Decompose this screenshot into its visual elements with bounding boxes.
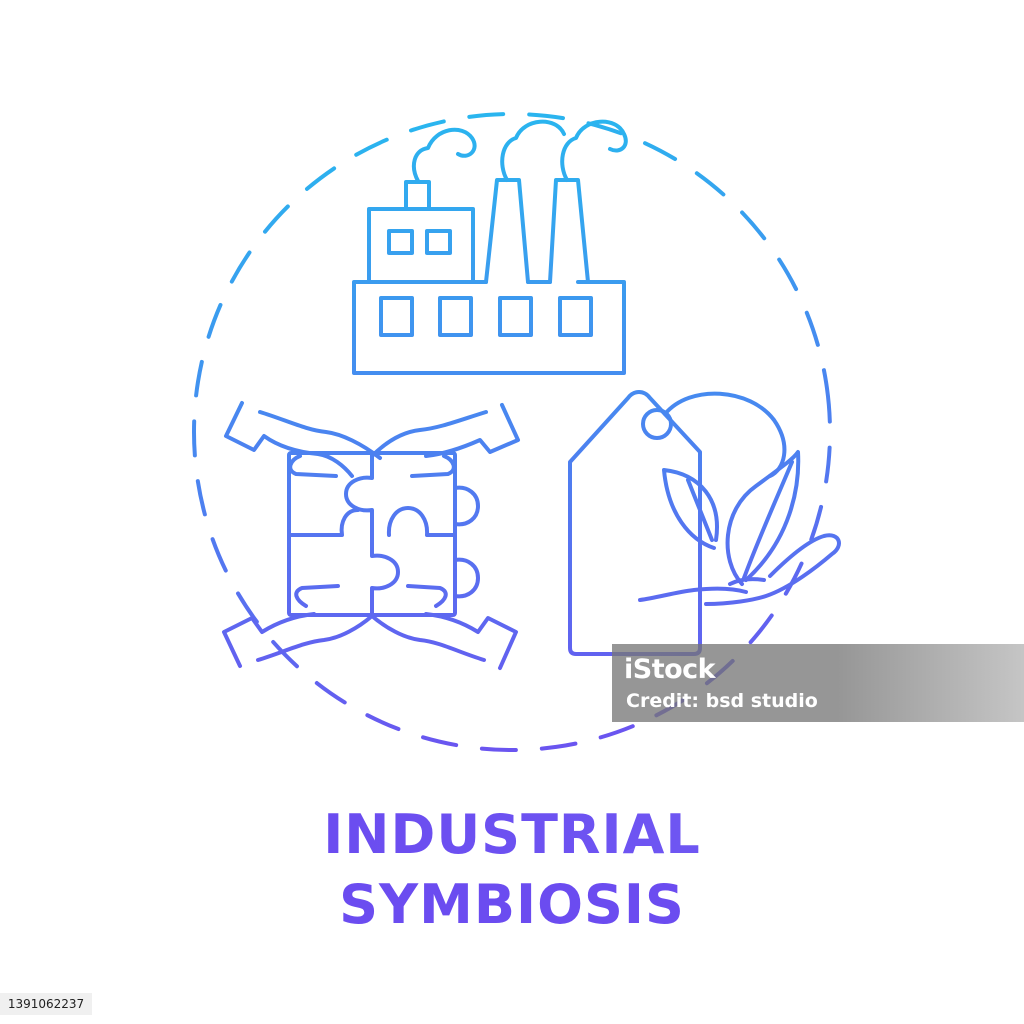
title-line-2-svg: SYMBIOSIS bbox=[339, 873, 685, 933]
watermark-logo: iStock bbox=[624, 654, 716, 685]
factory-icon bbox=[352, 119, 628, 375]
title-line-1: INDUSTRIAL bbox=[0, 803, 1024, 863]
eco-tag-leaf-hand-icon bbox=[568, 390, 841, 656]
dashed-circle bbox=[192, 112, 832, 752]
title-line-1-svg: INDUSTRIAL bbox=[323, 803, 701, 863]
stock-watermark: iStock Credit: bsd studio bbox=[612, 644, 1024, 722]
title-text-2: SYMBIOSIS bbox=[339, 873, 685, 933]
title-line-2: SYMBIOSIS bbox=[0, 873, 1024, 933]
puzzle-hands-icon bbox=[222, 401, 520, 670]
title-text-1: INDUSTRIAL bbox=[323, 803, 701, 863]
image-id-label: 1391062237 bbox=[0, 993, 92, 1015]
watermark-credit: Credit: bsd studio bbox=[626, 690, 818, 712]
